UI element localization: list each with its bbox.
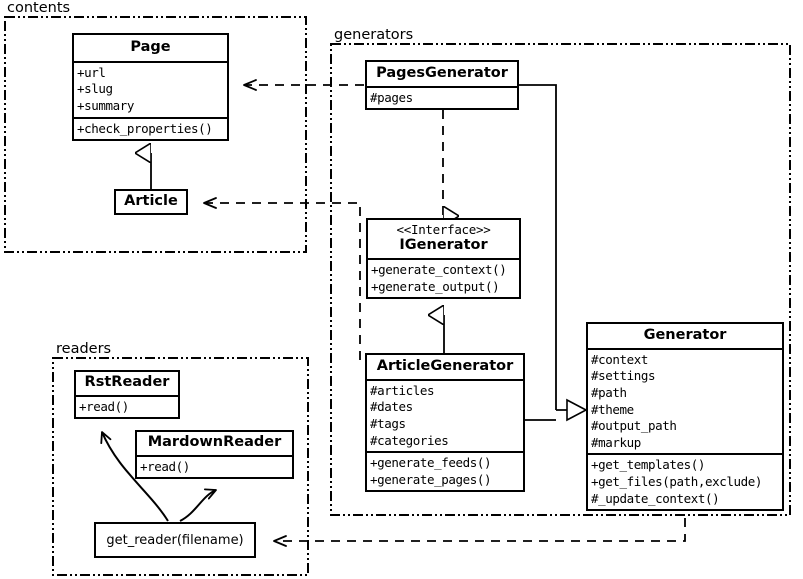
- class-operations-mardownreader: +read(): [137, 454, 292, 478]
- class-operations-generator: +get_templates() +get_files(path,exclude…: [588, 453, 782, 509]
- attribute: +summary: [77, 97, 135, 113]
- class-box-rstreader[interactable]: RstReader +read(): [74, 370, 180, 420]
- class-stereotype-igenerator: <<Interface>>: [396, 222, 491, 237]
- class-box-article[interactable]: Article: [114, 189, 188, 215]
- operation: +generate_pages(): [370, 471, 492, 487]
- attribute: #pages: [370, 89, 413, 105]
- operation: +generate_feeds(): [370, 455, 492, 471]
- attribute: #articles: [370, 382, 435, 398]
- class-attributes-generator: #context #settings #path #theme #output_…: [588, 347, 782, 454]
- package-label-readers: readers: [54, 341, 115, 357]
- attribute: +slug: [77, 81, 113, 97]
- function-label-get-reader: get_reader(filename): [106, 532, 244, 548]
- attribute: #path: [591, 384, 627, 400]
- operation: #_update_context(): [591, 490, 720, 506]
- class-name-generator: Generator: [643, 327, 727, 343]
- class-box-igenerator[interactable]: <<Interface>> IGenerator +generate_conte…: [366, 218, 521, 300]
- package-label-generators: generators: [332, 27, 417, 43]
- class-attributes-pagesgenerator: #pages: [367, 85, 517, 109]
- class-box-pagesgenerator[interactable]: PagesGenerator #pages: [365, 60, 519, 111]
- attribute: #categories: [370, 432, 449, 448]
- attribute: #theme: [591, 401, 634, 417]
- function-box-get-reader[interactable]: get_reader(filename): [94, 522, 256, 558]
- attribute: #markup: [591, 434, 641, 450]
- class-attributes-articlegenerator: #articles #dates #tags #categories: [367, 378, 523, 452]
- relationship-get-reader-returns-mardownreader: [179, 488, 217, 522]
- attribute: #settings: [591, 368, 656, 384]
- class-operations-igenerator: +generate_context() +generate_output(): [368, 258, 519, 297]
- class-operations-page: +check_properties(): [74, 116, 227, 140]
- attribute: #context: [591, 351, 649, 367]
- operation: +generate_context(): [371, 262, 507, 278]
- relationship-articlegenerator-uses-article: [203, 197, 361, 360]
- class-box-page[interactable]: Page +url +slug +summary +check_properti…: [72, 33, 229, 142]
- class-name-page: Page: [130, 39, 171, 55]
- attribute: #dates: [370, 399, 413, 415]
- class-name-igenerator: IGenerator: [399, 237, 488, 254]
- class-header-igenerator: <<Interface>> IGenerator: [368, 220, 519, 258]
- class-name-rstreader: RstReader: [84, 374, 170, 390]
- operation: +read(): [140, 458, 190, 474]
- operation: +generate_output(): [371, 278, 500, 294]
- class-attributes-page: +url +slug +summary: [74, 60, 227, 117]
- relationship-generators-extend-generator: [519, 84, 588, 422]
- class-name-pagesgenerator: PagesGenerator: [376, 65, 508, 81]
- operation: +check_properties(): [77, 120, 213, 136]
- package-label-contents: contents: [5, 0, 74, 16]
- class-box-generator[interactable]: Generator #context #settings #path #them…: [586, 322, 784, 512]
- class-name-articlegenerator: ArticleGenerator: [376, 358, 514, 374]
- operation: +get_files(path,exclude): [591, 474, 763, 490]
- class-operations-rstreader: +read(): [76, 394, 178, 418]
- attribute: #output_path: [591, 418, 677, 434]
- class-box-articlegenerator[interactable]: ArticleGenerator #articles #dates #tags …: [365, 353, 525, 493]
- attribute: +url: [77, 64, 106, 80]
- attribute: #tags: [370, 415, 406, 431]
- class-operations-articlegenerator: +generate_feeds() +generate_pages(): [367, 451, 523, 490]
- class-name-article: Article: [124, 193, 178, 209]
- operation: +read(): [79, 398, 129, 414]
- class-box-mardownreader[interactable]: MardownReader +read(): [135, 430, 294, 480]
- class-name-mardownreader: MardownReader: [147, 434, 282, 450]
- operation: +get_templates(): [591, 457, 706, 473]
